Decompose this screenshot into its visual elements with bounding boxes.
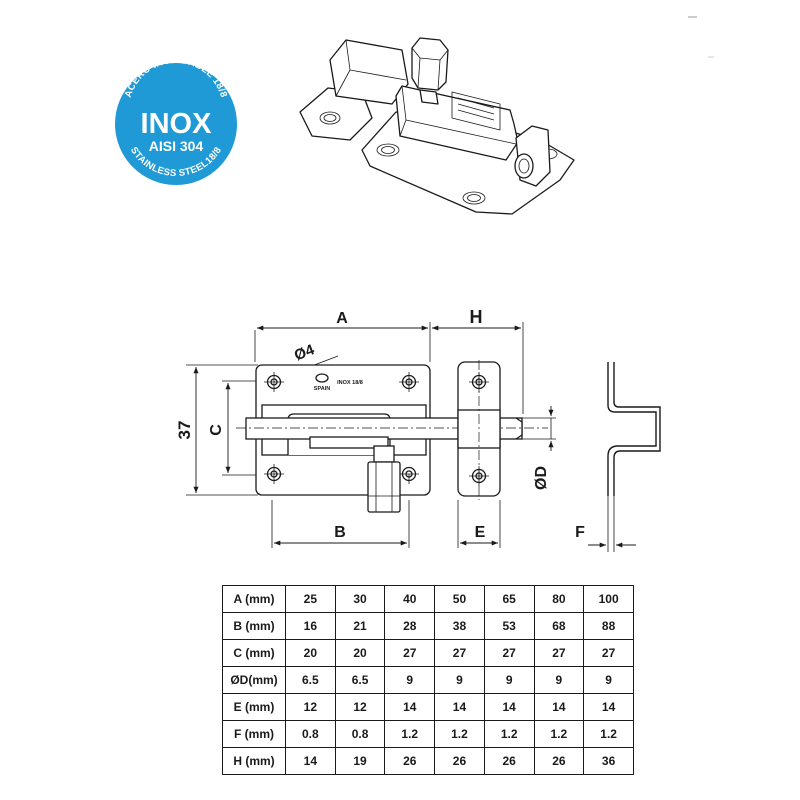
table-cell: 14 <box>384 693 436 721</box>
table-cell: 27 <box>384 639 436 667</box>
technical-drawing: ACERO INOXIDABLE 18/8 STAINLESS STEEL18/… <box>115 16 714 552</box>
table-cell: 14 <box>285 747 336 775</box>
dim-label-b: B <box>334 524 346 541</box>
front-view: A H 37 C Ø4 SPAIN INOX 18/8 <box>175 307 556 548</box>
table-cell: 27 <box>434 639 485 667</box>
table-cell: 20 <box>334 639 386 667</box>
table-cell: 1.2 <box>483 720 535 748</box>
table-cell: 14 <box>583 693 634 721</box>
table-cell: 68 <box>533 612 585 640</box>
table-cell: 14 <box>533 693 585 721</box>
table-cell: 27 <box>483 639 535 667</box>
isometric-bolt-drawing <box>299 37 575 215</box>
table-cell: 9 <box>583 666 634 694</box>
table-cell: 14 <box>434 693 485 721</box>
table-cell: 6.5 <box>285 666 336 694</box>
bolt-knob <box>367 445 401 513</box>
table-cell: 1.2 <box>533 720 585 748</box>
table-cell: 26 <box>483 747 535 775</box>
dim-label-a: A <box>336 310 348 327</box>
table-cell: 16 <box>285 612 336 640</box>
row-label: E (mm) <box>222 693 286 721</box>
dim-label-h: H <box>470 307 483 327</box>
table-cell: 12 <box>285 693 336 721</box>
table-cell: 9 <box>384 666 436 694</box>
table-cell: 40 <box>384 585 436 613</box>
badge-sub-text: AISI 304 <box>149 138 204 154</box>
inox-badge: ACERO INOXIDABLE 18/8 STAINLESS STEEL18/… <box>115 55 237 185</box>
table-cell: 53 <box>483 612 535 640</box>
table-cell: 20 <box>285 639 336 667</box>
table-cell: 1.2 <box>384 720 436 748</box>
table-cell: 65 <box>483 585 535 613</box>
table-cell: 0.8 <box>285 720 336 748</box>
table-cell: 38 <box>434 612 485 640</box>
table-cell: 14 <box>483 693 535 721</box>
row-label: C (mm) <box>222 639 286 667</box>
dim-label-d: ØD <box>533 466 550 490</box>
table-cell: 26 <box>533 747 585 775</box>
table-cell: 26 <box>384 747 436 775</box>
table-cell: 88 <box>583 612 634 640</box>
table-cell: 9 <box>533 666 585 694</box>
badge-circle <box>115 63 237 185</box>
table-cell: 27 <box>583 639 634 667</box>
table-cell: 1.2 <box>583 720 634 748</box>
table-cell: 100 <box>583 585 634 613</box>
table-cell: 9 <box>434 666 485 694</box>
plate-stamp: INOX 18/8 <box>337 380 363 386</box>
table-cell: 12 <box>334 693 386 721</box>
plate-brand: SPAIN <box>314 386 330 392</box>
table-cell: 6.5 <box>334 666 386 694</box>
table-cell: 27 <box>533 639 585 667</box>
table-cell: 25 <box>285 585 336 613</box>
dim-label-f: F <box>575 524 585 541</box>
table-cell: 21 <box>334 612 386 640</box>
table-cell: 0.8 <box>334 720 386 748</box>
dim-label-c: C <box>208 424 225 436</box>
row-label: A (mm) <box>222 585 286 613</box>
badge-main-text: INOX <box>141 108 213 140</box>
row-label: F (mm) <box>222 720 286 748</box>
row-label: H (mm) <box>222 747 286 775</box>
table-cell: 9 <box>483 666 535 694</box>
table-cell: 80 <box>533 585 585 613</box>
table-cell: 36 <box>583 747 634 775</box>
table-cell: 50 <box>434 585 485 613</box>
table-cell: 1.2 <box>434 720 485 748</box>
side-profile: F <box>575 362 661 552</box>
table-cell: 30 <box>334 585 386 613</box>
row-label: B (mm) <box>222 612 286 640</box>
dim-label-hole: Ø4 <box>292 341 317 364</box>
dim-label-e: E <box>475 524 486 541</box>
row-label: ØD(mm) <box>222 666 286 694</box>
dim-label-37: 37 <box>175 421 194 440</box>
table-cell: 26 <box>434 747 485 775</box>
table-cell: 28 <box>384 612 436 640</box>
table-cell: 19 <box>334 747 386 775</box>
